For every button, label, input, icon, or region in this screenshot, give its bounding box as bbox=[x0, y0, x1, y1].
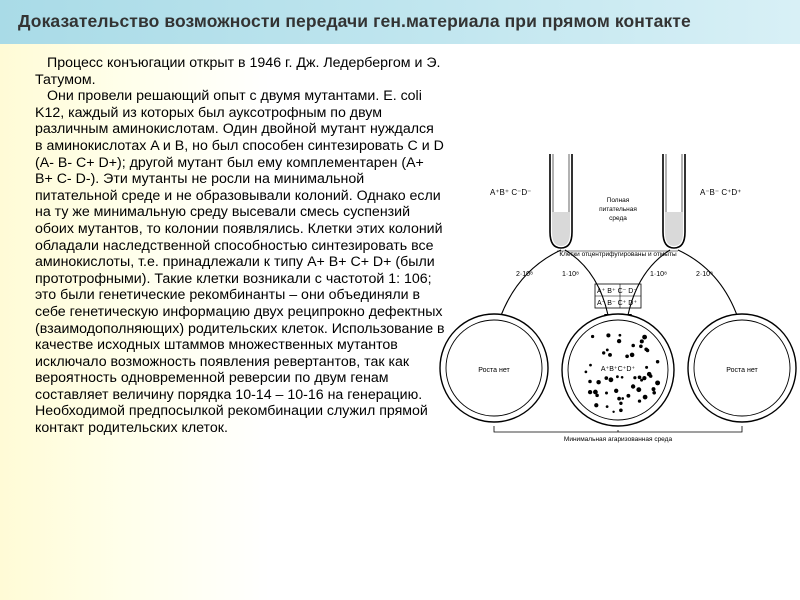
count-right-outer: 2·10⁸ bbox=[696, 271, 713, 278]
colony-dot bbox=[617, 396, 621, 401]
conjugation-diagram: A⁺B⁺ C⁻D⁻ A⁻B⁻ C⁺D⁺ Полная питательная с… bbox=[439, 154, 797, 443]
colony-dot bbox=[595, 393, 599, 398]
colony-dot bbox=[639, 339, 644, 344]
colony-dot bbox=[616, 338, 622, 344]
centrifuge-label: Клетки отцентрифугированы и отмыты bbox=[559, 251, 677, 258]
colony-dot bbox=[605, 391, 608, 395]
colony-dot bbox=[614, 388, 619, 393]
colony-dot bbox=[626, 393, 631, 398]
colony-dot bbox=[588, 379, 592, 384]
mixture-row-1: A⁺ B⁺ C⁻ D⁻ bbox=[597, 288, 637, 295]
left-background-gradient bbox=[0, 0, 270, 600]
colony-dot bbox=[639, 344, 643, 349]
colony-dot bbox=[655, 359, 660, 364]
colony-dot bbox=[596, 379, 601, 385]
no-growth-left-label: Роста нет bbox=[478, 367, 510, 374]
colony-dot bbox=[608, 377, 614, 383]
colony-dot bbox=[625, 354, 629, 359]
minimal-medium-bracket bbox=[493, 426, 743, 433]
colony-dot bbox=[612, 410, 615, 414]
colony-dot bbox=[652, 391, 656, 395]
right-test-tube bbox=[662, 154, 686, 249]
colony-dot bbox=[637, 399, 642, 403]
no-growth-right-label: Роста нет bbox=[726, 367, 758, 374]
colony-dot bbox=[604, 376, 609, 380]
right-petri-dish bbox=[687, 313, 797, 423]
paragraph-intro: Процесс конъюгации открыт в 1946 г. Дж. … bbox=[35, 55, 441, 88]
colony-genotype-label: A⁺B⁺C⁺D⁺ bbox=[601, 366, 636, 373]
colony-dot bbox=[619, 408, 623, 413]
colony-dot bbox=[648, 374, 653, 378]
colony-dot bbox=[587, 389, 593, 395]
colony-dot bbox=[655, 380, 661, 386]
colony-dot bbox=[633, 376, 637, 380]
colony-dot bbox=[652, 387, 656, 391]
slide-title: Доказательство возможности передачи ген.… bbox=[18, 11, 691, 31]
colony-dot bbox=[636, 387, 642, 393]
count-right-inner: 1·10⁸ bbox=[650, 271, 667, 278]
colony-dot bbox=[606, 333, 611, 338]
colony-dot bbox=[640, 378, 644, 382]
colony-dot bbox=[618, 333, 622, 337]
minimal-medium-label: Минимальная агаризованная среда bbox=[564, 436, 673, 443]
paragraph-experiment: Они провели решающий опыт с двумя мутант… bbox=[35, 88, 445, 437]
mixture-row-2: A⁻ B⁻ C⁺ D⁺ bbox=[597, 300, 637, 307]
colony-dot bbox=[642, 334, 647, 340]
colony-dot bbox=[620, 375, 624, 379]
colony-dot bbox=[616, 375, 619, 379]
count-left-outer: 2·10⁸ bbox=[516, 271, 533, 278]
colony-dot bbox=[642, 394, 648, 400]
colony-dot bbox=[589, 363, 592, 367]
medium-label-1: Полная bbox=[607, 197, 630, 204]
left-petri-dish bbox=[439, 313, 549, 423]
count-left-inner: 1·10⁸ bbox=[562, 271, 579, 278]
colony-dot bbox=[608, 352, 612, 357]
colony-dot bbox=[594, 403, 599, 408]
colony-dot bbox=[642, 376, 647, 381]
colony-dot bbox=[605, 405, 609, 408]
medium-label-3: среда bbox=[609, 215, 627, 222]
right-genotype-label: A⁻B⁻ C⁺D⁺ bbox=[700, 188, 741, 197]
colonies bbox=[584, 333, 661, 414]
left-test-tube bbox=[549, 154, 573, 249]
colony-dot bbox=[645, 348, 650, 353]
colony-dot bbox=[619, 401, 623, 406]
conjugation-figure: A⁺B⁺ C⁻D⁻ A⁻B⁻ C⁺D⁺ Полная питательная с… bbox=[438, 150, 798, 445]
title-bar: Доказательство возможности передачи ген.… bbox=[0, 0, 800, 44]
left-genotype-label: A⁺B⁺ C⁻D⁻ bbox=[490, 188, 531, 197]
colony-dot bbox=[631, 343, 635, 348]
medium-label-2: питательная bbox=[599, 206, 637, 213]
colony-dot bbox=[637, 375, 642, 380]
colony-dot bbox=[584, 370, 588, 374]
colony-dot bbox=[629, 352, 635, 358]
colony-dot bbox=[621, 397, 625, 400]
transfer-arrows bbox=[499, 249, 739, 319]
slide-body: Процесс конъюгации открыт в 1946 г. Дж. … bbox=[35, 55, 445, 437]
colony-dot bbox=[602, 351, 606, 355]
colony-dot bbox=[630, 384, 636, 389]
colony-dot bbox=[590, 334, 595, 339]
colony-dot bbox=[645, 365, 649, 369]
colony-dot bbox=[605, 348, 609, 352]
colony-dot bbox=[593, 389, 598, 395]
